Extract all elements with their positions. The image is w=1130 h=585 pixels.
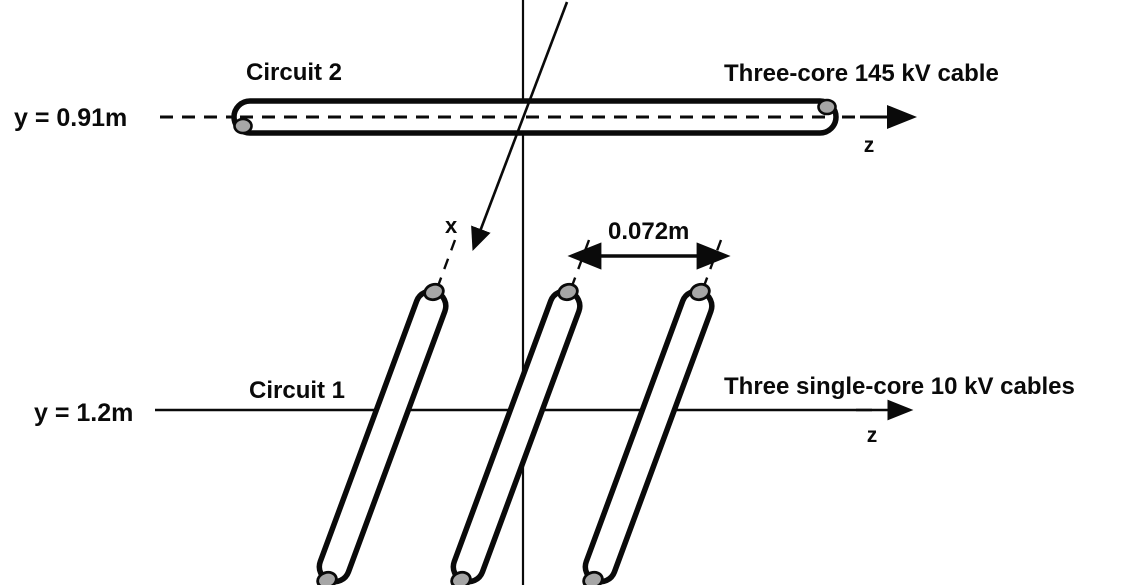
single-core-cables-title: Three single-core 10 kV cables xyxy=(724,373,1075,400)
y-bottom-label: y = 1.2m xyxy=(34,399,133,427)
circuit-1-label: Circuit 1 xyxy=(249,377,345,404)
single-core-cable-3-body xyxy=(582,288,715,585)
single-core-cable-1-conductor-top xyxy=(423,282,445,302)
z-axis-top-label: z xyxy=(864,134,875,157)
three-core-cable-title: Three-core 145 kV cable xyxy=(724,60,999,87)
single-core-cable-3 xyxy=(582,239,723,585)
single-core-cable-2 xyxy=(450,239,591,585)
x-axis-line xyxy=(471,1,569,252)
three-core-conductor-left xyxy=(233,117,253,135)
single-core-cable-1 xyxy=(316,239,457,585)
single-core-cable-2-conductor-top xyxy=(557,282,579,302)
circuit-2-label: Circuit 2 xyxy=(246,59,342,86)
single-core-cable-2-conductor-bottom xyxy=(450,570,472,585)
single-core-cable-1-conductor-bottom xyxy=(316,570,338,585)
z-axis-bottom-label: z xyxy=(867,424,878,447)
y-top-label: y = 0.91m xyxy=(14,104,127,132)
three-core-conductor-right xyxy=(817,98,837,116)
single-core-cable-3-conductor-bottom xyxy=(582,570,604,585)
spacing-dimension-label: 0.072m xyxy=(608,218,689,245)
single-core-cable-3-conductor-top xyxy=(689,282,711,302)
x-axis-label: x xyxy=(445,213,458,238)
single-core-cable-2-body xyxy=(450,288,583,585)
single-core-cable-1-body xyxy=(316,288,449,585)
